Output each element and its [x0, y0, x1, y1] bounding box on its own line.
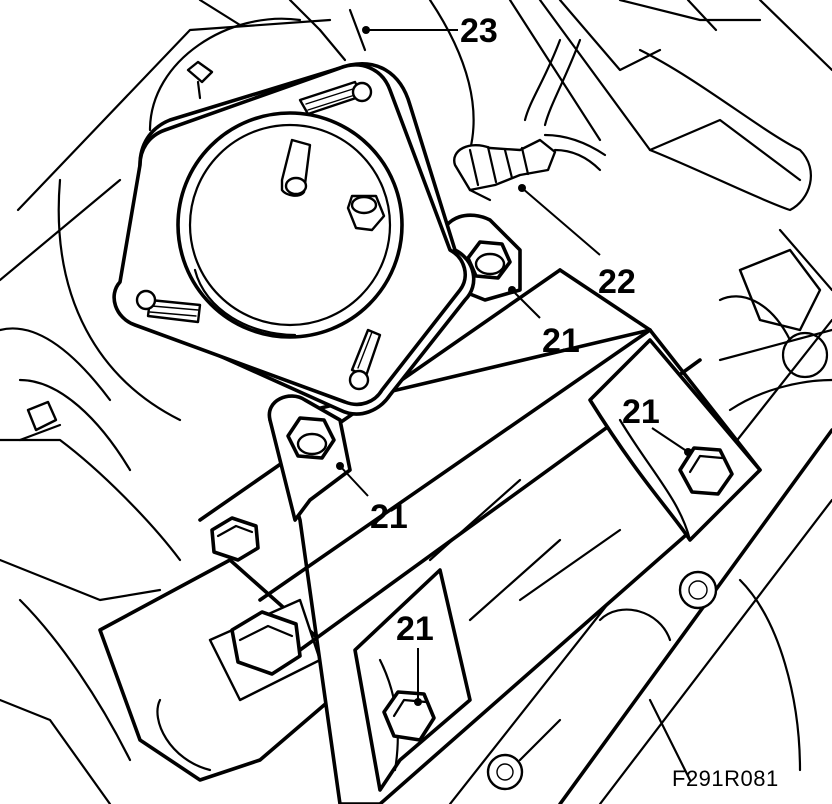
bolt-21-upper	[466, 240, 512, 280]
support-bracket-lower-left	[98, 516, 332, 782]
figure-code: F291R081	[672, 766, 779, 791]
callout-22: 22	[598, 263, 636, 301]
callout-23: 23	[460, 12, 498, 50]
flange-studs	[135, 80, 382, 391]
bolt-21-bottom	[382, 690, 436, 742]
callout-21-left: 21	[370, 498, 408, 536]
bolt-21-left	[286, 416, 336, 460]
oxygen-sensor	[453, 133, 607, 202]
turbo-outlet-flange	[112, 8, 476, 416]
callouts: 23 22 21 21 21 21	[336, 12, 692, 706]
callout-21-right: 21	[622, 393, 660, 431]
bolt-21-right	[678, 446, 734, 496]
callout-21-bottom: 21	[396, 610, 434, 648]
callout-21-upper: 21	[542, 322, 580, 360]
